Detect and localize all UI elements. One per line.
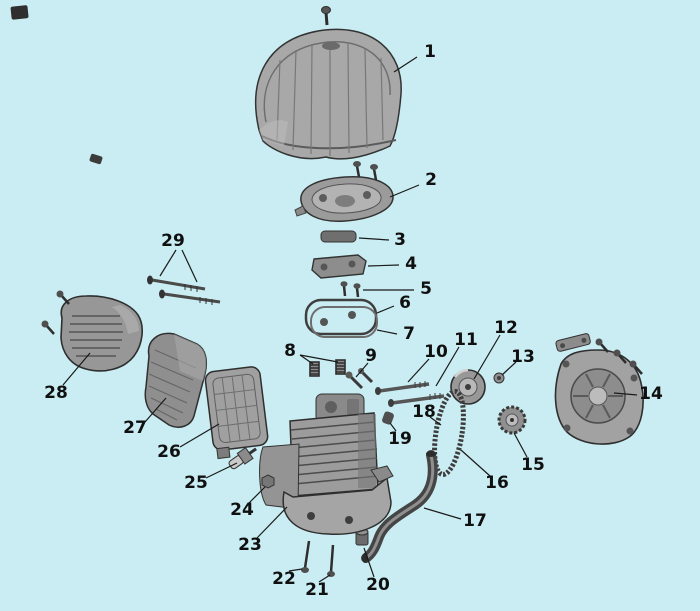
- part-number-15: 15: [521, 455, 545, 475]
- part-number-18: 18: [412, 402, 436, 422]
- callout-line-2: [389, 184, 420, 198]
- callout-line-3: [358, 237, 390, 241]
- part-number-1: 1: [424, 42, 436, 62]
- stud-part: [375, 381, 445, 407]
- callout-line-25: [205, 462, 238, 479]
- part-number-6: 6: [399, 293, 411, 313]
- starter-housing-part: [554, 349, 644, 445]
- callout-line-15: [513, 432, 528, 458]
- part-number-25: 25: [184, 473, 208, 493]
- callout-line-8: [299, 354, 314, 365]
- part-number-22: 22: [272, 569, 296, 589]
- part-number-21: 21: [305, 580, 329, 600]
- nut-part: [261, 474, 275, 489]
- gasket-ring-part: [304, 298, 378, 338]
- callout-line-14: [613, 392, 638, 396]
- callout-line-8: [299, 354, 339, 363]
- part-number-2: 2: [425, 170, 437, 190]
- part-number-13: 13: [511, 347, 535, 367]
- part-number-26: 26: [157, 442, 181, 462]
- gasket-strip-part: [320, 230, 357, 243]
- scan-artifact: [10, 5, 29, 20]
- fuel-hose-part: [361, 450, 438, 563]
- part-number-5: 5: [420, 279, 432, 299]
- callout-line-16: [460, 449, 491, 477]
- part-number-11: 11: [454, 330, 478, 350]
- part-number-8: 8: [284, 341, 296, 361]
- part-number-3: 3: [394, 230, 406, 250]
- callout-line-1: [393, 56, 418, 73]
- callout-line-11: [435, 346, 460, 387]
- mount-bracket-part: [555, 333, 591, 352]
- callout-line-18: [429, 416, 442, 426]
- callout-line-27: [144, 397, 167, 423]
- callout-line-29: [181, 249, 198, 283]
- part-number-24: 24: [230, 500, 254, 520]
- cylinder-crankcase-part: [259, 393, 394, 535]
- callout-line-10: [407, 358, 430, 383]
- spring-part: [309, 359, 346, 377]
- part-number-28: 28: [44, 383, 68, 403]
- callout-line-22: [288, 568, 303, 572]
- part-number-17: 17: [463, 511, 487, 531]
- screw-icon: [353, 161, 378, 181]
- pulley-part: [497, 405, 527, 435]
- callout-line-12: [473, 334, 501, 380]
- callout-line-29: [159, 249, 177, 277]
- part-number-4: 4: [405, 254, 417, 274]
- callout-line-23: [256, 506, 288, 539]
- callout-line-6: [376, 305, 395, 314]
- part-number-10: 10: [424, 342, 448, 362]
- callout-line-7: [376, 329, 398, 335]
- long-screw-part: [147, 275, 221, 305]
- screw-icon: [340, 281, 361, 298]
- screw-icon: [41, 290, 70, 335]
- callout-line-4: [367, 264, 400, 267]
- part-number-16: 16: [485, 473, 509, 493]
- callout-line-26: [179, 423, 220, 448]
- part-number-27: 27: [123, 418, 147, 438]
- part-number-7: 7: [403, 324, 415, 344]
- timing-belt-part: [432, 388, 466, 478]
- clutch-drum-part: [450, 368, 486, 405]
- engine-cover-part: [255, 28, 402, 160]
- screw-icon: [595, 338, 643, 375]
- callout-line-13: [501, 361, 517, 376]
- elbow-fitting-part: [382, 411, 394, 425]
- callout-line-20: [363, 547, 375, 578]
- part-number-19: 19: [388, 429, 412, 449]
- part-number-9: 9: [365, 346, 377, 366]
- callout-line-24: [248, 486, 266, 504]
- part-number-12: 12: [494, 318, 518, 338]
- part-number-14: 14: [639, 384, 663, 404]
- screw-icon: [321, 6, 331, 26]
- part-number-29: 29: [161, 231, 185, 251]
- head-cover-part: [294, 176, 394, 222]
- part-number-23: 23: [238, 535, 262, 555]
- air-filter-cover-part: [60, 295, 143, 372]
- callout-line-9: [355, 362, 369, 378]
- filter-base-part: [204, 366, 269, 460]
- scan-artifact: [89, 153, 103, 165]
- callout-line-21: [318, 574, 331, 583]
- callout-line-28: [62, 352, 91, 386]
- callout-line-19: [389, 422, 397, 432]
- insulator-part: [311, 254, 367, 279]
- part-number-20: 20: [366, 575, 390, 595]
- callout-line-17: [423, 507, 462, 520]
- washer-part: [493, 372, 505, 384]
